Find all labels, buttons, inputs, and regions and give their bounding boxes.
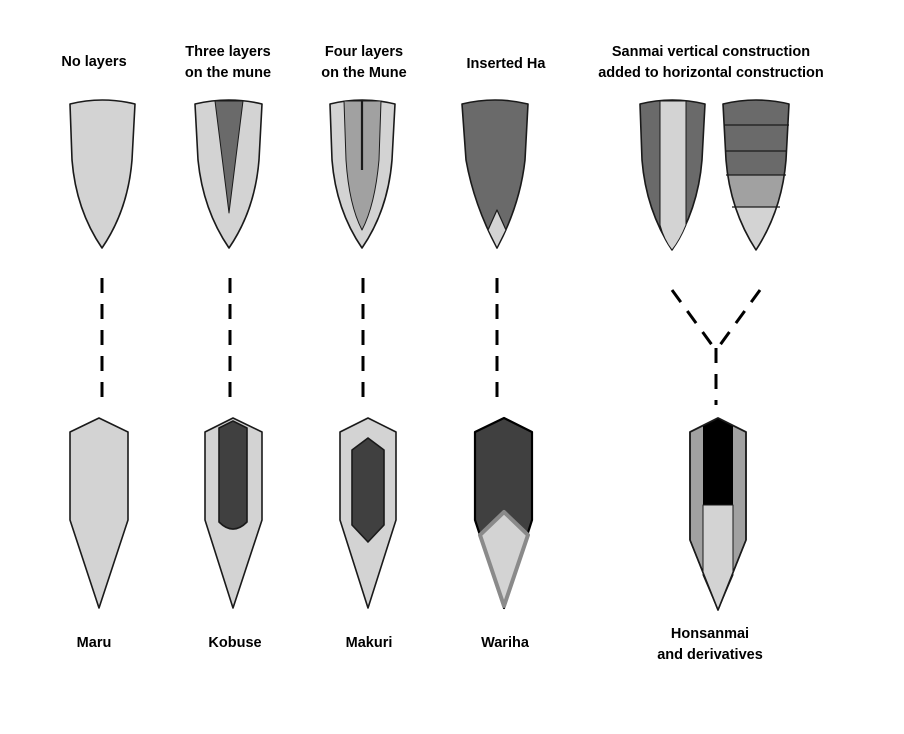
label-wariha: Wariha	[481, 635, 529, 651]
label-maru: Maru	[76, 635, 112, 651]
blade-wariha	[473, 416, 534, 610]
connector-sanmai-right	[718, 289, 762, 346]
blade-makuri	[339, 417, 397, 609]
blade-top-sanmai-vertical	[639, 99, 706, 251]
blade-top-horizontal	[722, 99, 790, 251]
label-sanmai: Sanmai vertical construction added to ho…	[598, 44, 824, 81]
blade-top-inserted-ha	[461, 99, 529, 249]
blade-top-four-layers	[329, 99, 396, 249]
label-four-layers: Four layers on the Mune	[321, 44, 407, 81]
label-inserted-ha: Inserted Ha	[466, 56, 546, 72]
blade-maru	[69, 417, 129, 609]
label-honsanmai: Honsanmai and derivatives	[657, 626, 763, 663]
connector-lines	[100, 278, 762, 405]
blade-top-no-layers	[69, 99, 136, 249]
label-kobuse: Kobuse	[208, 635, 262, 651]
blade-kobuse	[204, 417, 263, 609]
blade-honsanmai	[689, 417, 747, 611]
label-no-layers: No layers	[61, 54, 127, 70]
label-makuri: Makuri	[345, 635, 393, 651]
connector-sanmai-left	[670, 289, 714, 346]
blade-top-three-layers	[194, 99, 263, 249]
label-three-layers: Three layers on the mune	[184, 44, 272, 81]
